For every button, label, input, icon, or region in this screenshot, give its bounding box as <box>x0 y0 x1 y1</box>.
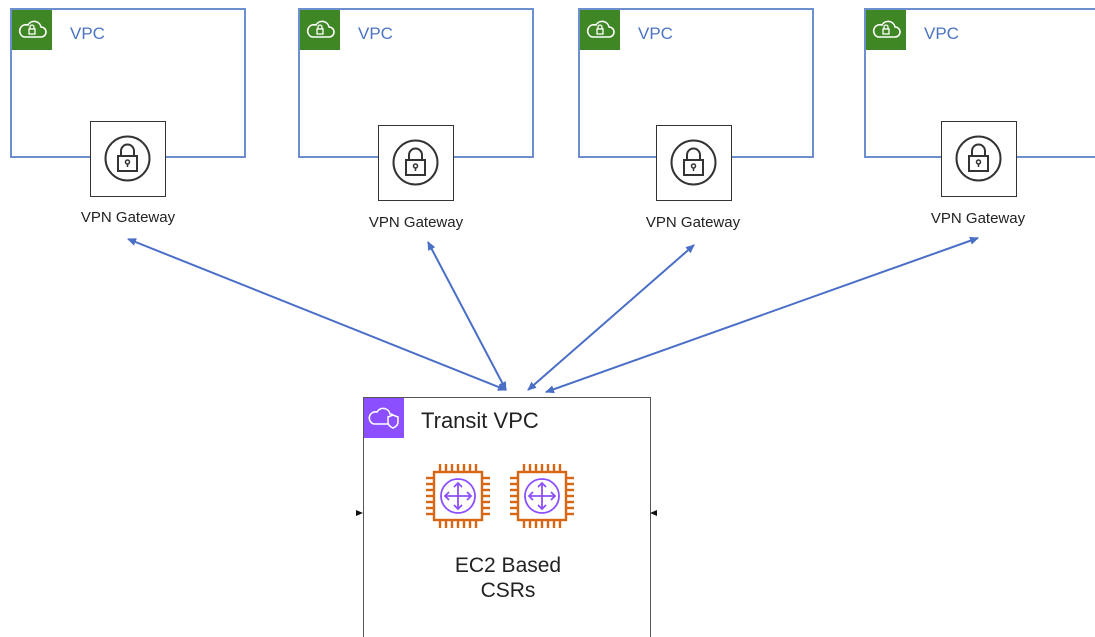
router-chip-icon <box>510 464 574 528</box>
vpc-badge-2 <box>300 10 340 50</box>
vpc-badge-1 <box>12 10 52 50</box>
transit-vpc-badge <box>364 398 404 438</box>
vpn-gateway-label-1: VPN Gateway <box>80 209 176 226</box>
vpn-connection-2 <box>427 241 507 391</box>
side-arrow-left <box>356 510 363 516</box>
transit-vpc-box: Transit VPC EC2 Base <box>363 397 651 637</box>
vpc-badge-3 <box>580 10 620 50</box>
vpn-gateway-2 <box>378 125 454 201</box>
vpn-gateway-1 <box>90 121 166 197</box>
csr-label: EC2 Based CSRs <box>364 553 652 603</box>
padlock-icon <box>670 139 717 186</box>
cloud-shield-icon <box>368 407 399 429</box>
padlock-icon <box>392 139 439 186</box>
padlock-icon <box>955 135 1002 182</box>
vpn-gateway-label-3: VPN Gateway <box>645 214 741 231</box>
cloud-lock-icon <box>586 20 615 38</box>
router-chip-icon <box>426 464 490 528</box>
vpn-connection-4 <box>545 236 979 394</box>
csr-label-line1: EC2 Based <box>454 554 562 577</box>
vpn-gateway-label-2: VPN Gateway <box>368 214 464 231</box>
vpc-label-2: VPC <box>358 24 393 43</box>
cloud-lock-icon <box>18 20 47 38</box>
vpn-gateway-label-4: VPN Gateway <box>930 210 1026 227</box>
vpc-label-1: VPC <box>70 24 105 43</box>
cloud-lock-icon <box>306 20 335 38</box>
vpn-gateway-3 <box>656 125 732 201</box>
vpn-gateway-4 <box>941 121 1017 197</box>
side-arrow-right <box>650 510 657 516</box>
vpn-connection-1 <box>127 238 507 391</box>
vpc-label-4: VPC <box>924 24 959 43</box>
csr-label-line2: CSRs <box>480 579 536 602</box>
cloud-lock-icon <box>872 20 901 38</box>
padlock-icon <box>104 135 151 182</box>
vpc-label-3: VPC <box>638 24 673 43</box>
vpc-badge-4 <box>866 10 906 50</box>
transit-vpc-title: Transit VPC <box>421 408 539 433</box>
